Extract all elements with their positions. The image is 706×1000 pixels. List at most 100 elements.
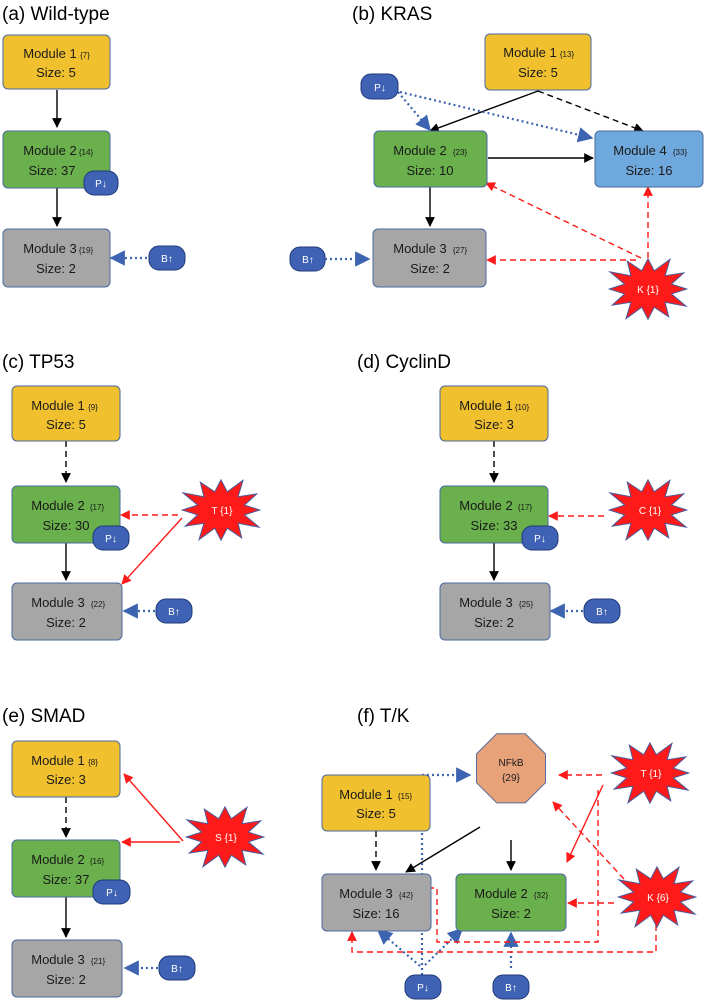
b-tag-label: B↑ bbox=[161, 254, 173, 265]
b-tag-label: B↑ bbox=[596, 607, 608, 618]
module-1-node: Module 1 {8} Size: 3 bbox=[11, 740, 121, 798]
module-3-number: {21} bbox=[91, 957, 106, 966]
module-1-node: Module 1 {9} Size: 5 bbox=[11, 385, 121, 442]
p-tag-label: P↓ bbox=[417, 983, 429, 994]
edge-t-m3 bbox=[404, 790, 599, 943]
module-1-number: {15} bbox=[398, 792, 413, 801]
module-3-node: Module 3 {42} Size: 16 bbox=[321, 873, 432, 932]
panel-d-title: (d) CyclinD bbox=[357, 352, 451, 373]
nfkb-name: NFkB bbox=[499, 758, 524, 769]
panel-c-title: (c) TP53 bbox=[2, 352, 75, 373]
module-2-node: Module 2 {32} Size: 2 bbox=[455, 873, 567, 932]
panel-e: (e) SMAD Module 1 {8} Size: 3 Module 2 {… bbox=[2, 706, 266, 998]
p-tag-label: P↓ bbox=[95, 179, 107, 190]
edge-t-m3 bbox=[121, 517, 183, 585]
module-3-number: {22} bbox=[91, 600, 106, 609]
module-2-number: {17} bbox=[518, 503, 533, 512]
p-tag-label: P↓ bbox=[106, 888, 118, 899]
b-tag: B↑ bbox=[289, 246, 326, 272]
panel-b: (b) KRAS Module 1 {13} Size: 5 Module 2 … bbox=[289, 4, 704, 321]
module-1-number: {9} bbox=[88, 403, 98, 412]
module-3-node: Module 3 {21} Size: 2 bbox=[11, 939, 123, 998]
module-2-node: Module 2 {16} Size: 37 bbox=[11, 839, 121, 898]
nfkb-number: {29} bbox=[502, 773, 520, 784]
module-1-number: {7} bbox=[80, 51, 90, 60]
panel-f: (f) T/K Module 1 {15} Size: 5 Module 3 {… bbox=[321, 706, 698, 1000]
module-2-node: Module 2 {23} Size: 10 bbox=[373, 130, 488, 188]
t-burst: T {1} bbox=[609, 741, 691, 805]
module-1-node: Module 1 {7} Size: 5 bbox=[2, 34, 111, 90]
module-4-size: Size: 16 bbox=[626, 163, 673, 178]
module-3-node: Module 3 {25} Size: 2 bbox=[439, 582, 551, 641]
edge-p-m2 bbox=[397, 91, 431, 132]
module-1-name: Module 1 bbox=[459, 398, 512, 413]
module-1-size: Size: 5 bbox=[46, 417, 86, 432]
edge-k-nfkb bbox=[552, 801, 625, 880]
p-tag: P↓ bbox=[521, 525, 559, 551]
module-2-size: Size: 37 bbox=[29, 163, 76, 178]
module-3-size: Size: 2 bbox=[410, 261, 450, 276]
module-1-node: Module 1 {15} Size: 5 bbox=[321, 774, 431, 832]
k-burst: K {1} bbox=[607, 257, 689, 321]
panel-d: (d) CyclinD Module 1 {10} Size: 3 Module… bbox=[357, 352, 689, 641]
p-tag: P↓ bbox=[92, 525, 130, 551]
panel-c: (c) TP53 Module 1 {9} Size: 5 Module 2 {… bbox=[2, 352, 262, 641]
b-tag: B↑ bbox=[158, 955, 196, 981]
t-burst-label: T {1} bbox=[212, 506, 234, 517]
b-tag: B↑ bbox=[155, 598, 193, 624]
s-burst-label: S {1} bbox=[215, 833, 237, 844]
module-1-name: Module 1 bbox=[31, 398, 84, 413]
module-3-size: Size: 2 bbox=[36, 261, 76, 276]
edge-p-m3 bbox=[376, 928, 421, 967]
module-1-size: Size: 3 bbox=[46, 772, 86, 787]
k-burst-label: K {1} bbox=[637, 285, 659, 296]
edge-s-m1 bbox=[123, 773, 184, 842]
module-2-number: {16} bbox=[90, 857, 105, 866]
module-1-size: Size: 5 bbox=[518, 65, 558, 80]
c-burst: C {1} bbox=[607, 478, 689, 542]
t-burst-label: T {1} bbox=[641, 769, 663, 780]
module-2-size: Size: 37 bbox=[43, 872, 90, 887]
module-3-name: Module 3 bbox=[23, 241, 76, 256]
panel-a-title: (a) Wild-type bbox=[2, 4, 110, 25]
module-1-name: Module 1 bbox=[503, 45, 556, 60]
p-tag-label: P↓ bbox=[534, 534, 546, 545]
module-3-node: Module 3 {22} Size: 2 bbox=[11, 582, 123, 641]
panel-b-title: (b) KRAS bbox=[352, 4, 432, 25]
module-2-name: Module 2 bbox=[31, 498, 84, 513]
module-2-number: {23} bbox=[453, 148, 468, 157]
module-2-node: Module 2 {14} Size: 37 bbox=[2, 130, 111, 189]
module-2-name: Module 2 bbox=[474, 886, 527, 901]
module-1-size: Size: 3 bbox=[474, 417, 514, 432]
b-tag: B↑ bbox=[583, 598, 621, 624]
module-3-name: Module 3 bbox=[339, 886, 392, 901]
module-1-name: Module 1 bbox=[23, 46, 76, 61]
module-2-name: Module 2 bbox=[459, 498, 512, 513]
b-tag-label: B↑ bbox=[168, 607, 180, 618]
module-3-number: {19} bbox=[79, 246, 94, 255]
p-tag: P↓ bbox=[92, 879, 131, 905]
module-1-size: Size: 5 bbox=[356, 806, 396, 821]
module-4-node: Module 4 {33} Size: 16 bbox=[594, 130, 704, 188]
b-tag: B↑ bbox=[148, 245, 186, 271]
edge-k-m2 bbox=[485, 182, 642, 259]
panel-a: (a) Wild-type Module 1 {7} Size: 5 Modul… bbox=[2, 4, 186, 288]
module-3-number: {27} bbox=[453, 246, 468, 255]
module-2-size: Size: 2 bbox=[491, 906, 531, 921]
module-2-number: {14} bbox=[79, 148, 94, 157]
module-2-size: Size: 33 bbox=[471, 518, 518, 533]
module-3-name: Module 3 bbox=[459, 595, 512, 610]
edge-nfkb-m3 bbox=[405, 826, 481, 873]
module-3-size: Size: 2 bbox=[474, 615, 514, 630]
edge-k-m3 bbox=[347, 925, 657, 953]
b-tag: B↑ bbox=[492, 974, 530, 1000]
module-4-number: {33} bbox=[673, 148, 688, 157]
module-1-size: Size: 5 bbox=[36, 65, 76, 80]
edge-t-m2 bbox=[566, 784, 604, 863]
module-1-node: Module 1 {13} Size: 5 bbox=[484, 33, 592, 91]
p-tag: P↓ bbox=[404, 974, 442, 1000]
nfkb-node: NFkB {29} bbox=[476, 733, 546, 804]
module-2-name: Module 2 bbox=[393, 143, 446, 158]
module-3-name: Module 3 bbox=[31, 952, 84, 967]
